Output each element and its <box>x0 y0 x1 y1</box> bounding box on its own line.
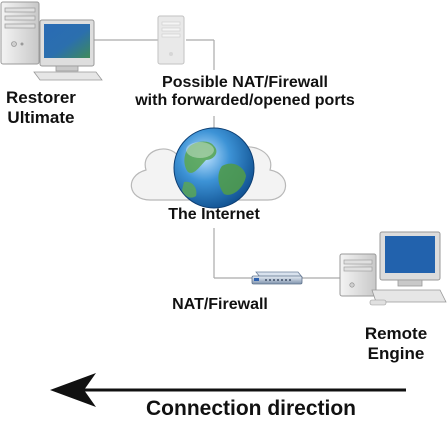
nat-firewall-label: NAT/Firewall <box>172 296 268 313</box>
left-arrow-icon <box>50 373 406 407</box>
possible-firewall-label: Possible NAT/Firewall with forwarded/ope… <box>110 74 380 111</box>
restorer-label-line-2: Ultimate <box>7 107 75 127</box>
connection-direction-label: Connection direction <box>146 397 356 420</box>
remote-computer-icon <box>339 231 447 306</box>
internet-globe-cloud-icon <box>130 127 287 209</box>
remote-label-line-2: Engine <box>367 343 425 363</box>
restorer-label-line-1: Restorer <box>6 88 76 107</box>
possible-firewall-line-2: with forwarded/opened ports <box>135 92 355 110</box>
remote-label-line-1: Remote <box>364 324 428 343</box>
possible-firewall-line-1: Possible NAT/Firewall <box>162 74 328 91</box>
restorer-ultimate-label: Restorer Ultimate <box>6 88 76 127</box>
server-tower-icon <box>157 15 185 65</box>
router-firewall-icon <box>251 271 303 285</box>
restorer-computer-icon <box>0 1 103 81</box>
connection-lines <box>92 39 344 279</box>
internet-label: The Internet <box>168 206 260 223</box>
remote-engine-label: Remote Engine <box>352 324 440 363</box>
